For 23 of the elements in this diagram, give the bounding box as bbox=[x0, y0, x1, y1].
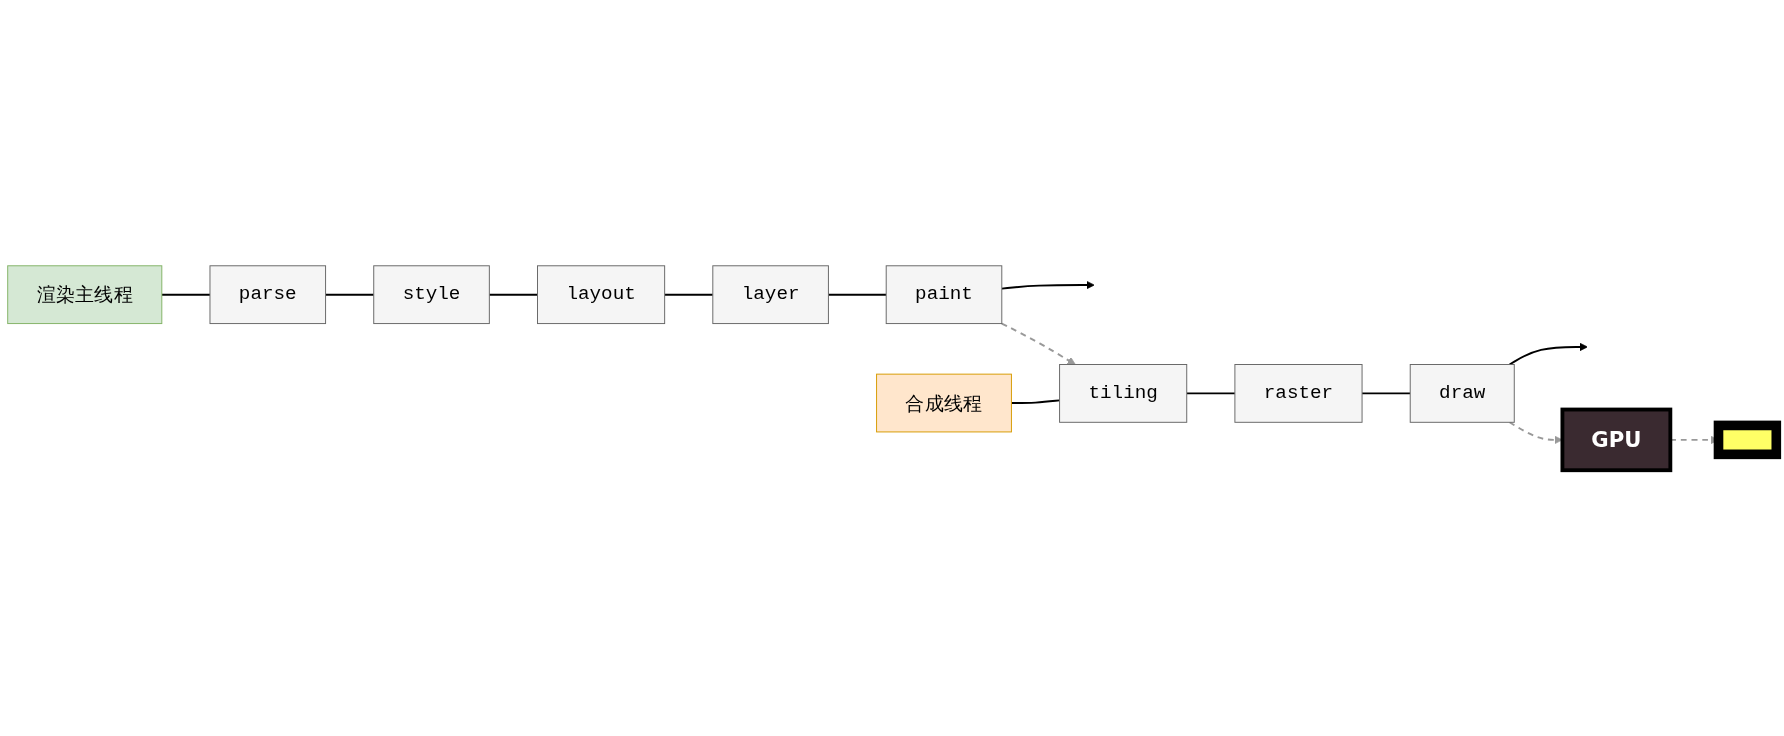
node-box: 合成线程 bbox=[876, 373, 1012, 433]
node-box: paint bbox=[885, 265, 1003, 325]
node-box: raster bbox=[1234, 364, 1363, 423]
connector bbox=[827, 293, 888, 296]
node-box: layout bbox=[537, 265, 666, 325]
connector bbox=[160, 293, 211, 296]
arrow bbox=[1000, 280, 1095, 290]
node-box: style bbox=[373, 265, 490, 325]
node-box bbox=[1713, 420, 1782, 460]
connector bbox=[1185, 392, 1236, 395]
node-box: GPU bbox=[1560, 407, 1673, 473]
node-box: draw bbox=[1409, 364, 1515, 423]
connector bbox=[488, 293, 539, 296]
node-box: parse bbox=[209, 265, 327, 325]
arrow bbox=[1000, 322, 1076, 365]
node-box: tiling bbox=[1059, 364, 1188, 423]
connector bbox=[1361, 392, 1412, 395]
node-box: layer bbox=[712, 265, 829, 325]
connector bbox=[324, 293, 375, 296]
connector bbox=[1010, 399, 1061, 404]
node-box: 渲染主线程 bbox=[7, 265, 163, 325]
connector bbox=[663, 293, 714, 296]
arrow bbox=[1508, 342, 1588, 366]
